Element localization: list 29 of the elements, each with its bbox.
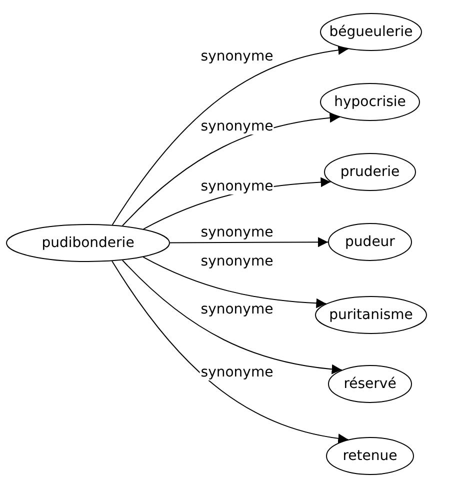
node-label: réservé <box>342 376 398 392</box>
ellipse-node <box>320 13 422 51</box>
arrow <box>112 260 349 444</box>
node-label: pruderie <box>339 164 401 180</box>
edge-label: synonyme <box>200 366 274 380</box>
arrow <box>112 45 349 226</box>
ellipse-node <box>324 153 416 191</box>
ellipse-node <box>6 224 170 262</box>
edge-label: synonyme <box>200 120 274 134</box>
ellipse-node <box>326 437 414 475</box>
edge-label: synonyme <box>200 50 274 64</box>
edge-label: synonyme <box>200 180 274 194</box>
arrow <box>122 113 340 226</box>
edge-label: synonyme <box>200 254 274 270</box>
ellipse-node <box>315 296 427 334</box>
node-label: hypocrisie <box>333 94 407 110</box>
ellipse-node <box>328 365 412 403</box>
node-label: retenue <box>342 448 398 464</box>
node-label: pudeur <box>344 234 396 250</box>
node-label: pudibonderie <box>40 235 136 251</box>
ellipse-node <box>320 83 420 121</box>
arrow <box>122 260 342 374</box>
edge-label: synonyme <box>200 302 274 318</box>
arrow <box>142 256 327 308</box>
node-label: puritanisme <box>328 307 414 323</box>
ellipse-node <box>328 223 412 261</box>
edge-label: synonyme <box>200 226 274 240</box>
node-label: bégueulerie <box>328 24 414 40</box>
arrow <box>170 237 328 248</box>
